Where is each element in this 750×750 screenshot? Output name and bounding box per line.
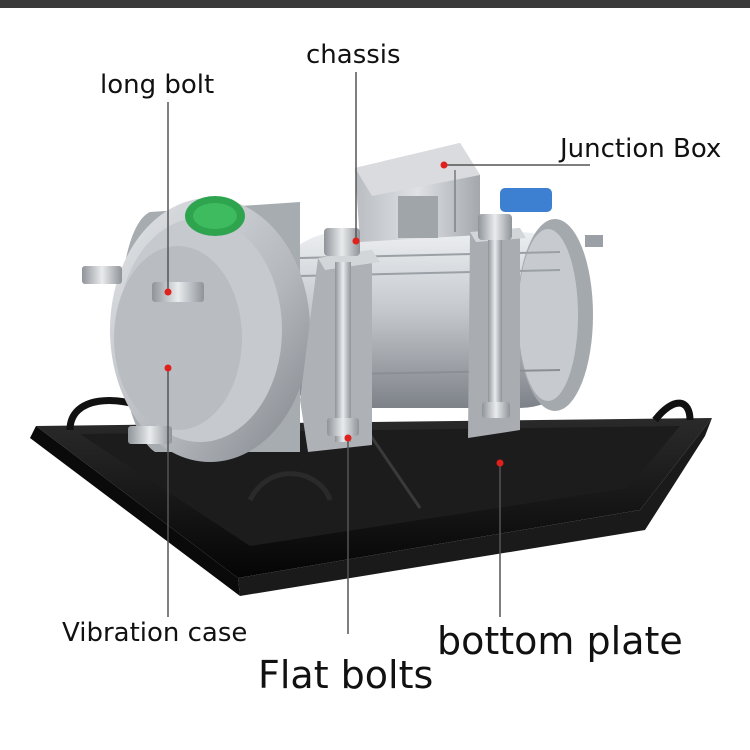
flat-bolts-label: Flat bolts	[258, 653, 434, 697]
marker-dot-bottom-plate	[496, 459, 504, 467]
vibration-case-cap	[110, 196, 310, 462]
junction-box-label: Junction Box	[560, 134, 722, 164]
chassis-label: chassis	[306, 40, 401, 70]
top-border-bar	[0, 0, 750, 8]
marker-dot-vibration-case	[164, 364, 172, 372]
marker-dot-long-bolt	[164, 288, 172, 296]
marker-dot-chassis	[352, 237, 360, 245]
marker-dot-flat-bolts	[344, 434, 352, 442]
junction-box	[355, 143, 480, 242]
leader-lines	[167, 72, 590, 634]
vibration-case-label: Vibration case	[62, 618, 248, 648]
marker-dots	[164, 161, 504, 467]
long-bolt-label: long bolt	[100, 70, 215, 100]
long-bolts	[82, 266, 204, 444]
bottom-plate-label: bottom plate	[437, 619, 683, 663]
marker-dot-junction-box	[440, 161, 448, 169]
flat-bolts	[324, 214, 512, 442]
